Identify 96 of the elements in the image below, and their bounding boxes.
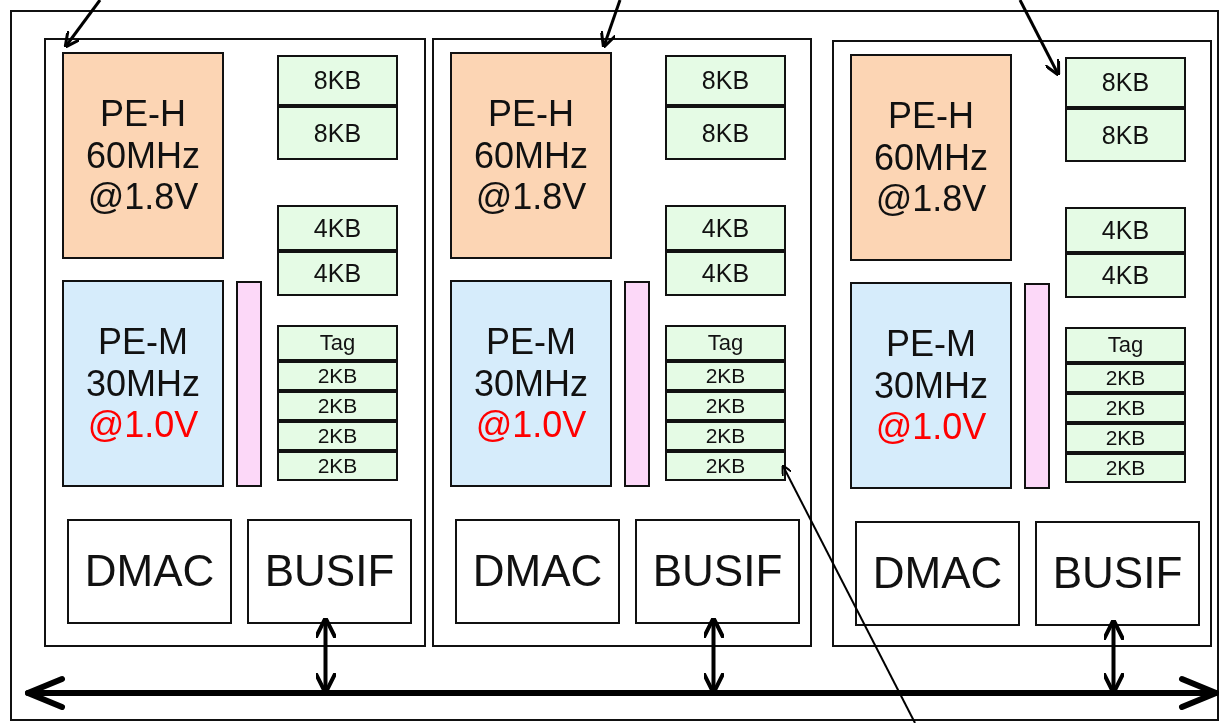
block-label: 2KB — [705, 363, 746, 389]
block-label: 2KB — [1105, 395, 1146, 421]
block-label: DMAC — [472, 546, 603, 597]
bar — [236, 281, 262, 487]
module-box — [67, 519, 232, 624]
memory-block — [1065, 363, 1186, 393]
block-label: 8KB — [701, 118, 750, 148]
memory-block — [665, 451, 786, 481]
block-label: 2KB — [317, 393, 358, 419]
memory-block — [277, 391, 398, 421]
block-label: 2KB — [1105, 425, 1146, 451]
memory-block — [665, 251, 786, 296]
memory-block — [665, 55, 786, 106]
module-box — [1035, 521, 1200, 626]
processor-core-box — [850, 54, 1012, 261]
block-label: BUSIF — [652, 546, 783, 597]
block-label: 4KB — [1101, 261, 1150, 290]
memory-block — [277, 205, 398, 251]
processor-core-box — [450, 52, 612, 259]
leader-line — [599, 0, 622, 49]
processor-core-box — [850, 282, 1012, 489]
block-label: 2KB — [317, 363, 358, 389]
block-label: 8KB — [701, 66, 750, 95]
memory-block — [277, 421, 398, 451]
processor-tile — [432, 38, 812, 647]
memory-block — [665, 421, 786, 451]
block-label: 2KB — [705, 453, 746, 479]
block-label: 2KB — [705, 423, 746, 449]
block-label: 4KB — [1101, 215, 1150, 245]
memory-block — [665, 106, 786, 160]
memory-block — [665, 361, 786, 391]
bar — [1024, 283, 1050, 489]
block-label: Tag — [1107, 332, 1144, 358]
memory-block — [1065, 327, 1186, 363]
memory-block — [277, 361, 398, 391]
block-label: Tag — [707, 330, 744, 356]
memory-block — [277, 325, 398, 361]
memory-block — [277, 451, 398, 481]
core-name: PE-H 60MHz — [873, 95, 989, 179]
block-label: 4KB — [701, 259, 750, 288]
leader-line — [781, 464, 916, 723]
voltage-label: @1.0V — [474, 404, 588, 446]
block-label: 8KB — [1101, 120, 1150, 150]
memory-block — [1065, 57, 1186, 108]
block-label: 2KB — [1105, 365, 1146, 391]
chip-outline — [10, 10, 1219, 721]
memory-block — [665, 325, 786, 361]
memory-block — [1065, 207, 1186, 253]
voltage-label: @1.0V — [874, 406, 988, 448]
processor-tile — [832, 40, 1212, 647]
block-label: 8KB — [313, 66, 362, 95]
block-label: 4KB — [313, 259, 362, 288]
core-name: PE-H 60MHz — [85, 93, 201, 177]
module-box — [635, 519, 800, 624]
module-box — [247, 519, 412, 624]
module-box — [455, 519, 620, 624]
voltage-label: @1.8V — [474, 176, 588, 218]
memory-block — [277, 251, 398, 296]
block-label: 2KB — [1105, 455, 1146, 481]
voltage-label: @1.8V — [874, 178, 988, 220]
block-label: 4KB — [313, 213, 362, 243]
block-label: Tag — [319, 330, 356, 356]
memory-block — [1065, 453, 1186, 483]
leader-line — [1018, 0, 1061, 77]
block-label: 8KB — [1101, 68, 1150, 97]
memory-block — [1065, 423, 1186, 453]
core-name: PE-H 60MHz — [473, 93, 589, 177]
memory-block — [277, 106, 398, 160]
voltage-label: @1.8V — [86, 176, 200, 218]
block-label: 2KB — [317, 453, 358, 479]
memory-block — [665, 205, 786, 251]
memory-block — [1065, 393, 1186, 423]
module-box — [855, 521, 1020, 626]
block-label: DMAC — [84, 546, 215, 597]
block-label: 2KB — [705, 393, 746, 419]
processor-core-box — [450, 280, 612, 487]
core-name: PE-M 30MHz — [873, 323, 989, 407]
core-name: PE-M 30MHz — [473, 321, 589, 405]
voltage-label: @1.0V — [86, 404, 200, 446]
memory-block — [277, 55, 398, 106]
core-name: PE-M 30MHz — [85, 321, 201, 405]
processor-core-box — [62, 52, 224, 259]
block-label: 2KB — [317, 423, 358, 449]
bar — [624, 281, 650, 487]
memory-block — [665, 391, 786, 421]
block-label: BUSIF — [264, 546, 395, 597]
block-label: BUSIF — [1052, 548, 1183, 599]
processor-core-box — [62, 280, 224, 487]
block-label: 8KB — [313, 118, 362, 148]
block-label: DMAC — [872, 548, 1003, 599]
block-label: 4KB — [701, 213, 750, 243]
leader-line — [63, 0, 102, 49]
memory-block — [1065, 108, 1186, 162]
memory-block — [1065, 253, 1186, 298]
bus-arrow — [24, 674, 1220, 712]
processor-tile — [44, 38, 426, 647]
